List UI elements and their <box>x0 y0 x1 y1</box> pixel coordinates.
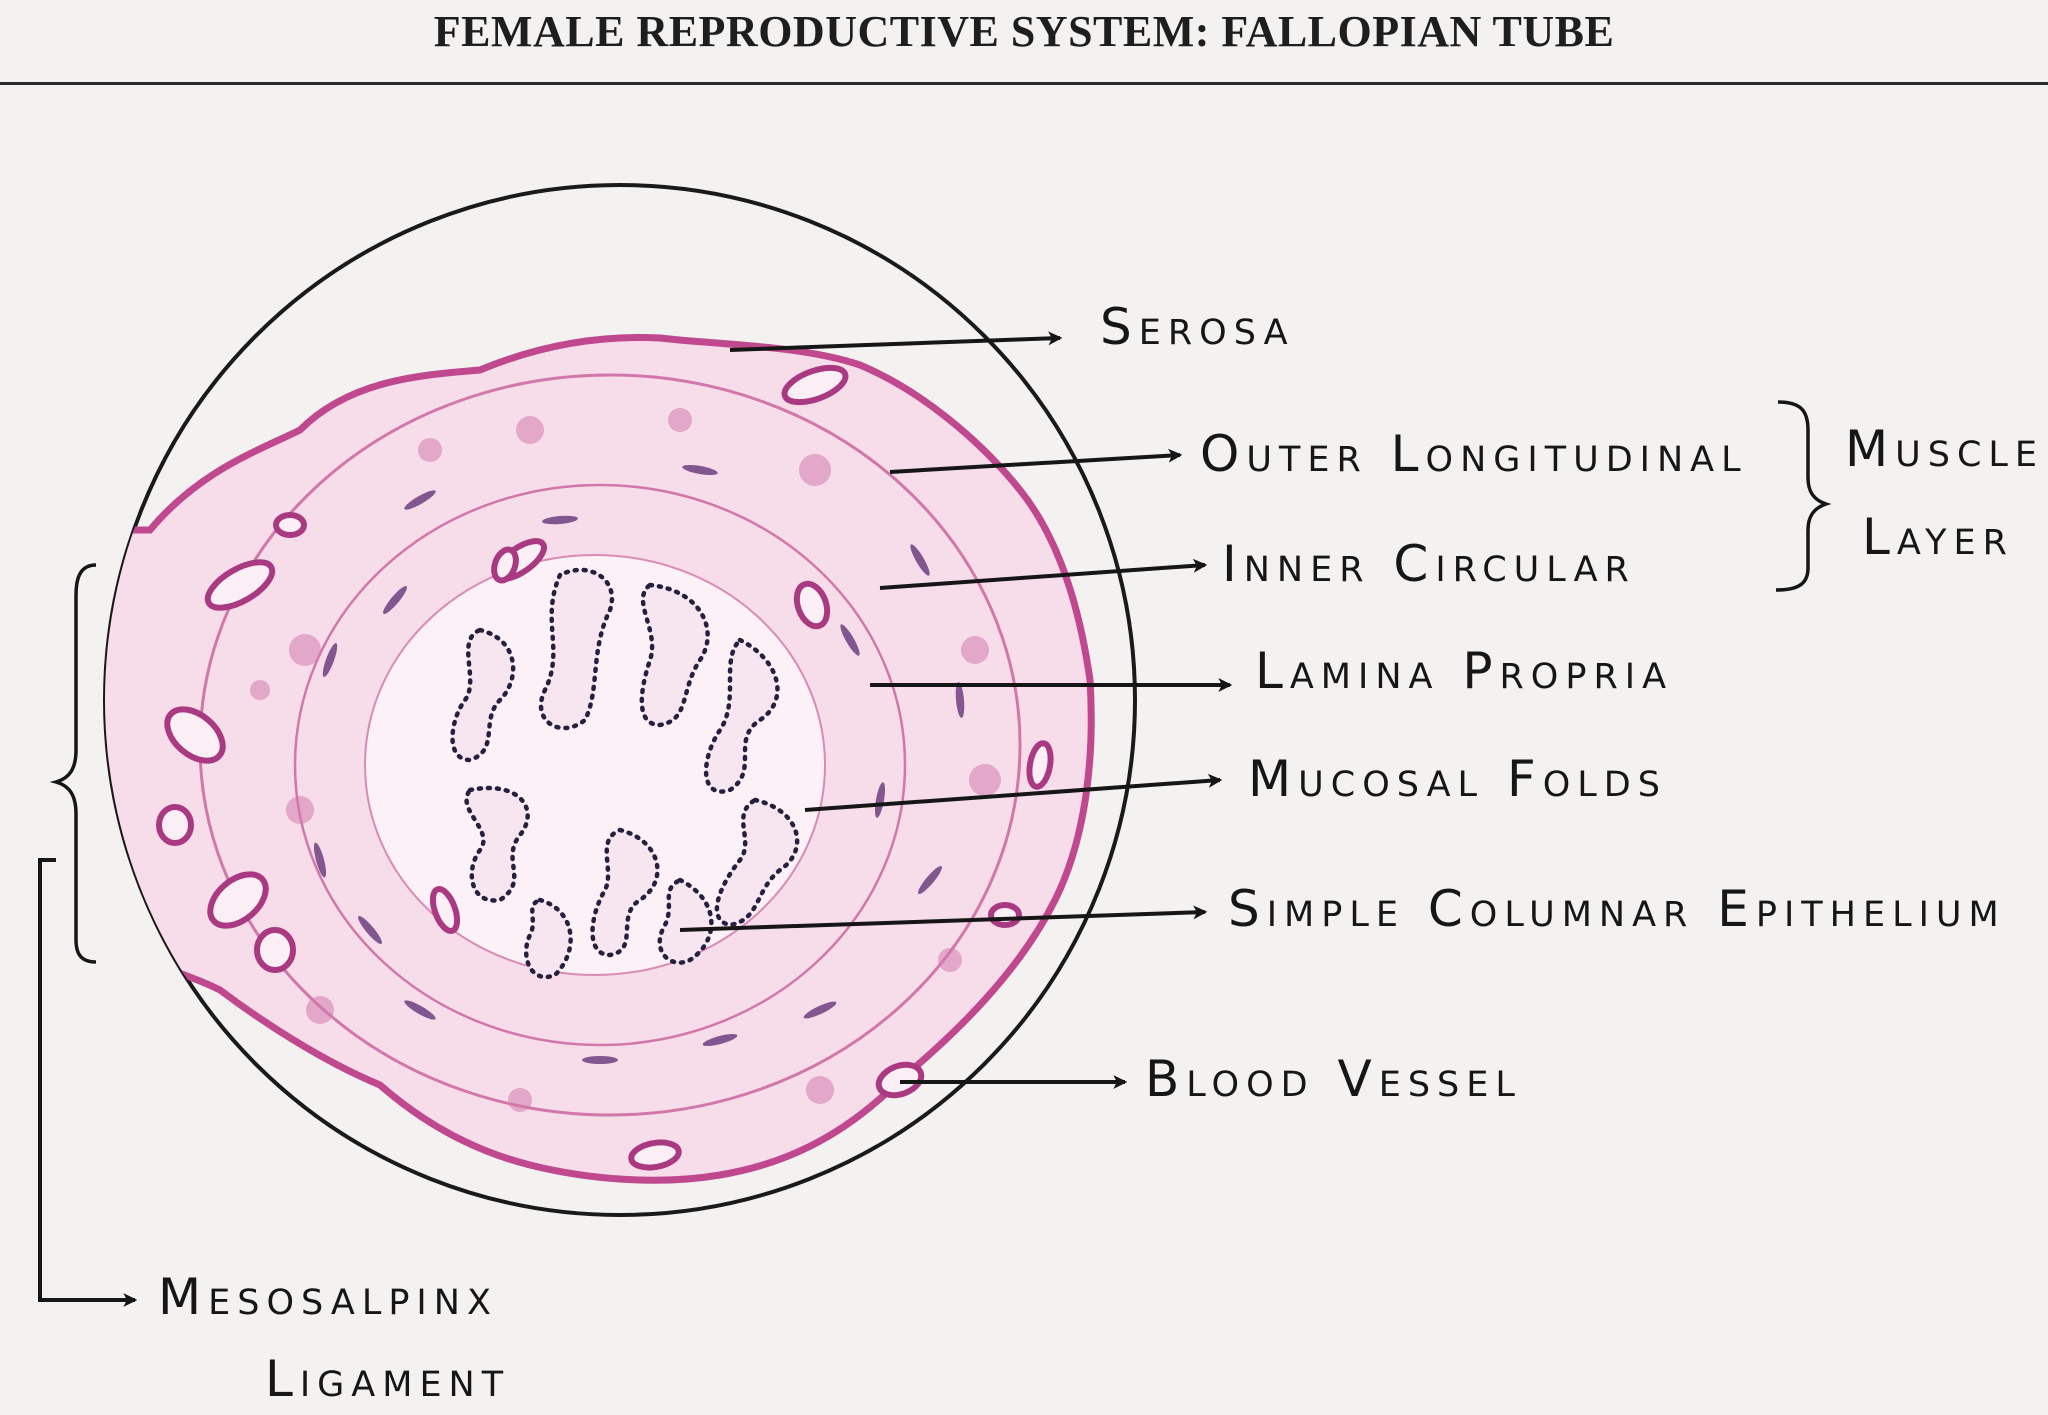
blood-vessel <box>793 580 831 630</box>
mesosalpinx-brace <box>49 563 97 964</box>
cell-cluster <box>306 996 334 1024</box>
nucleus <box>404 1000 436 1020</box>
mucosal-fold <box>657 877 714 965</box>
nucleus <box>404 490 436 510</box>
blood-vessel <box>429 886 461 934</box>
nucleus <box>840 624 860 656</box>
mucosal-fold <box>714 797 800 928</box>
cell-cluster <box>938 948 962 972</box>
cell-cluster <box>806 1076 834 1104</box>
page-title: FEMALE REPRODUCTIVE SYSTEM: FALLOPIAN TU… <box>433 7 1615 56</box>
outer-longitudinal-label: Outer Longitudinal <box>1200 425 1748 483</box>
nucleus <box>702 1033 738 1047</box>
simple-columnar-epithelium-arrow <box>679 905 1208 932</box>
mesosalpinx-label-line2: Ligament <box>265 1350 511 1408</box>
blood-vessel-label: Blood Vessel <box>1145 1050 1522 1108</box>
muscle-nuclei <box>313 464 965 1064</box>
cell-cluster <box>250 680 270 700</box>
mucosal-folds-arrow <box>804 773 1223 812</box>
blood-vessel <box>273 512 307 538</box>
title-divider <box>0 82 2048 85</box>
inner-circular-muscle-boundary <box>293 483 907 1047</box>
lamina-propria-label: Lamina Propria <box>1255 642 1674 700</box>
cell-cluster <box>668 408 692 432</box>
mucosal-folds <box>450 567 800 980</box>
outer-longitudinal-arrow <box>889 448 1183 474</box>
cell-cluster <box>961 636 989 664</box>
cell-cluster <box>516 416 544 444</box>
mucosal-folds-label: Mucosal Folds <box>1248 750 1667 808</box>
serosa-arrow <box>729 331 1063 352</box>
pointer-arrows <box>38 331 1233 1307</box>
blood-vessel <box>204 559 276 611</box>
cell-cluster <box>286 796 314 824</box>
nucleus <box>918 865 942 895</box>
cell-cluster <box>799 454 831 486</box>
connective-tissue-clusters <box>250 408 1001 1112</box>
blood-vessel <box>254 927 296 973</box>
blood-vessel <box>156 804 194 846</box>
nucleus <box>313 842 327 878</box>
blood-vessel <box>1026 740 1054 790</box>
cell-cluster <box>969 764 1001 796</box>
mucosal-fold <box>639 582 710 728</box>
nucleus <box>910 544 930 576</box>
cell-cluster <box>418 438 442 462</box>
blood-vessel <box>628 1139 682 1171</box>
mesosalpinx-label-line1: Mesosalpinx <box>158 1268 498 1326</box>
nucleus <box>955 682 965 718</box>
nucleus <box>358 915 382 945</box>
nucleus <box>874 782 886 818</box>
blood-vessel <box>491 546 519 584</box>
nucleus <box>682 464 718 476</box>
mucosal-fold <box>703 637 780 794</box>
mesosalpinx-arrow <box>38 858 138 1307</box>
inner-circular-arrow <box>879 558 1208 590</box>
mucosal-fold <box>523 897 573 980</box>
cell-cluster <box>508 1088 532 1112</box>
nucleus <box>803 1001 837 1019</box>
mucosal-fold <box>590 827 660 958</box>
blood-vessel <box>164 706 226 764</box>
mucosal-fold <box>464 785 530 903</box>
muscle-layer-label-line1: Muscle <box>1845 420 2045 478</box>
blood-vessel <box>207 871 269 929</box>
blood-vessel <box>781 364 849 406</box>
cell-cluster <box>289 634 321 666</box>
muscle-layer-brace <box>1775 400 1832 592</box>
nucleus <box>383 585 407 615</box>
nucleus <box>582 1056 618 1064</box>
serosa-label: Serosa <box>1100 298 1295 356</box>
nucleus <box>322 643 338 677</box>
mucosal-fold <box>538 567 615 731</box>
simple-columnar-epithelium-label: Simple Columnar Epithelium <box>1228 880 2006 938</box>
nucleus <box>542 515 578 525</box>
mucosal-fold <box>450 627 516 763</box>
inner-circular-label: Inner Circular <box>1222 535 1636 593</box>
blood-vessel <box>988 902 1022 928</box>
muscle-layer-label-line2: Layer <box>1862 508 2014 566</box>
